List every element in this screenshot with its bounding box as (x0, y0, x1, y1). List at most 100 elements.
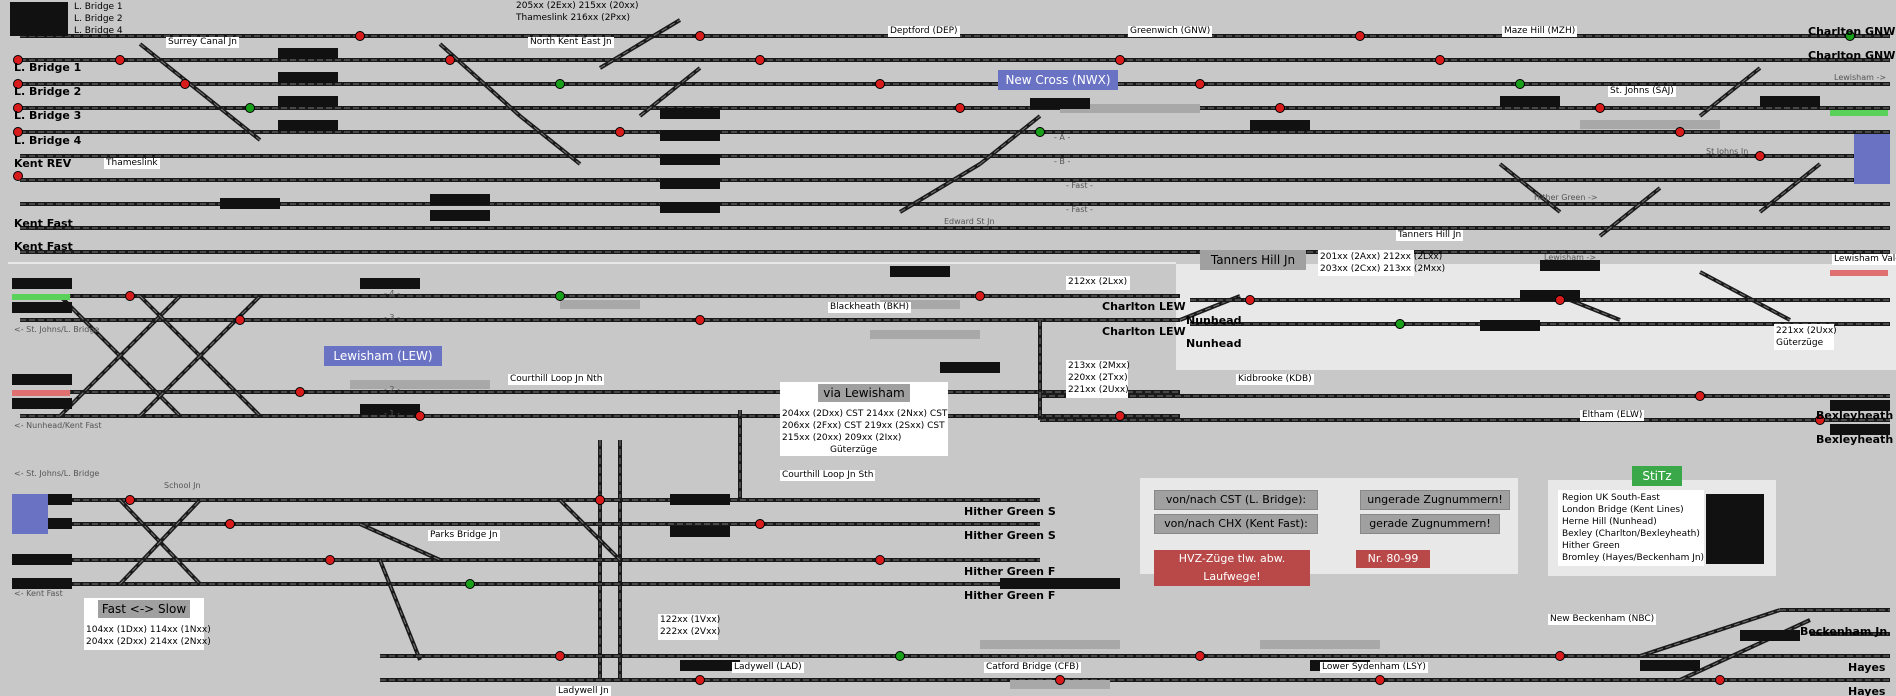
via-lewisham-title: via Lewisham (818, 384, 910, 402)
endpoint-label[interactable]: Charlton LEW (1102, 325, 1186, 338)
stitz-status-block (1706, 494, 1764, 564)
junction-label: St Johns Jn (1706, 147, 1749, 156)
endpoint-label[interactable]: Hither Green S (964, 529, 1056, 542)
signal-light (1515, 79, 1525, 89)
track-segment-inner (1639, 609, 1781, 657)
train-describer-block (430, 194, 490, 205)
signal-light (875, 555, 885, 565)
legend-chx-label: von/nach CHX (Kent Fast): (1154, 514, 1318, 534)
line-mark: - B - (1054, 157, 1071, 166)
signal-light (755, 519, 765, 529)
signal-light (225, 519, 235, 529)
train-describer-block (660, 202, 720, 213)
stitz-title[interactable]: StiTz (1632, 466, 1682, 486)
train-describer-block (278, 96, 338, 107)
junction-label: North Kent East Jn (528, 37, 614, 48)
endpoint-label[interactable]: Kent Fast (14, 240, 73, 253)
junction-label: Courthill Loop Jn Nth (508, 374, 605, 385)
note-panel-tanners (1318, 250, 1414, 276)
track-segment-inner (119, 499, 201, 585)
platform (350, 380, 490, 389)
train-range-note: Güterzüge (1776, 338, 1824, 348)
train-range-note: 221xx (2Uxx) (1068, 385, 1129, 395)
endpoint-label[interactable]: Charlton GNW (1808, 25, 1896, 38)
track-segment-inner (1179, 295, 1241, 321)
junction-label: Catford Bridge (CFB) (984, 662, 1081, 673)
signal-light (1695, 391, 1705, 401)
signal-light (1715, 675, 1725, 685)
train-range-note: 215xx (20xx) 209xx (2Ixx) (782, 433, 902, 443)
signal-light (1675, 127, 1685, 137)
track-segment-inner (139, 295, 261, 417)
endpoint-label[interactable]: Bexleyheath (1816, 409, 1894, 422)
train-range-note: Thameslink 216xx (2Pxx) (516, 13, 631, 23)
direction-hint: Hither Green -> (1534, 193, 1598, 202)
legend-cst-value: ungerade Zugnummern! (1360, 490, 1510, 510)
signal-light (1275, 103, 1285, 113)
signal-light (1595, 103, 1605, 113)
signal-light (1115, 55, 1125, 65)
track-segment (438, 42, 522, 118)
endpoint-label[interactable]: Nunhead (1186, 337, 1242, 350)
stitz-item: Herne Hill (Nunhead) (1562, 517, 1657, 527)
endpoint-label[interactable]: Hither Green F (964, 589, 1056, 602)
junction-label: Lewisham Vale Jn (1832, 254, 1896, 265)
signal-light (1555, 651, 1565, 661)
junction-label: Ladywell (LAD) (732, 662, 804, 673)
track-segment-inner (199, 91, 261, 141)
train-range-note: 206xx (2Fxx) CST 219xx (2Sxx) CST (782, 421, 945, 431)
endpoint-label[interactable]: L. Bridge 1 (14, 61, 82, 74)
train-describer-block (278, 48, 338, 59)
train-describer-block (12, 398, 72, 409)
junction-label: Parks Bridge Jn (428, 530, 500, 541)
train-range-note: 213xx (2Mxx) (1068, 361, 1130, 371)
legend-hvz-value: Nr. 80-99 (1356, 550, 1430, 568)
signal-light (695, 315, 705, 325)
signal-light (755, 55, 765, 65)
station-box-tanners-hill[interactable]: Tanners Hill Jn (1200, 250, 1306, 270)
train-describer-block (660, 130, 720, 141)
train-describer-block (660, 178, 720, 189)
train-range-note: 201xx (2Axx) 212xx (2Lxx) (1320, 252, 1443, 262)
legend-cst-label: von/nach CST (L. Bridge): (1154, 490, 1318, 510)
junction-label: Surrey Canal Jn (166, 37, 239, 48)
endpoint-label[interactable]: Charlton GNW (1808, 49, 1896, 62)
endpoint-label[interactable]: Kent REV (14, 157, 72, 170)
train-describer-block (940, 362, 1000, 373)
junction-label: Tanners Hill Jn (1396, 230, 1464, 241)
stitz-item: Bexley (Charlton/Bexleyheath) (1562, 529, 1700, 539)
endpoint-label[interactable]: L. Bridge 4 (14, 134, 82, 147)
endpoint-label[interactable]: Kent Fast (14, 217, 73, 230)
station-box-lewisham[interactable]: Lewisham (LEW) (324, 346, 442, 366)
top-left-label: L. Bridge 2 (74, 14, 123, 24)
signal-light (415, 411, 425, 421)
signal-light (695, 31, 705, 41)
train-describer-block (1480, 320, 1540, 331)
endpoint-label[interactable]: Hither Green S (964, 505, 1056, 518)
signal-light (1435, 55, 1445, 65)
junction-label: Edward St Jn (944, 217, 995, 226)
train-range-note: 205xx (2Exx) 215xx (20xx) (516, 1, 639, 11)
junction-label: Courthill Loop Jn Sth (780, 470, 876, 481)
endpoint-label[interactable]: L. Bridge 2 (14, 85, 82, 98)
endpoint-label[interactable]: Hayes (1848, 661, 1886, 674)
junction-label: Kidbrooke (KDB) (1236, 374, 1314, 385)
train-describer-block (1830, 424, 1890, 435)
endpoint-label[interactable]: L. Bridge 3 (14, 109, 82, 122)
train-describer-block (670, 494, 730, 505)
station-box-new-cross[interactable]: New Cross (NWX) (998, 70, 1118, 90)
signal-light (235, 315, 245, 325)
endpoint-label[interactable]: Charlton LEW (1102, 300, 1186, 313)
endpoint-label[interactable]: Beckenham Jn (1800, 625, 1888, 638)
endpoint-label[interactable]: Bexleyheath (1816, 433, 1894, 446)
endpoint-label[interactable]: Hayes (1848, 685, 1886, 696)
endpoint-label[interactable]: Nunhead (1186, 314, 1242, 327)
junction-label: Blackheath (BKH) (828, 302, 912, 313)
direction-hint: <- St. Johns/L. Bridge (14, 469, 100, 478)
route-marker-green (12, 294, 70, 300)
train-describer-block (890, 266, 950, 277)
endpoint-label[interactable]: Hither Green F (964, 565, 1056, 578)
route-marker-green (1830, 110, 1888, 116)
platform (1060, 104, 1200, 113)
